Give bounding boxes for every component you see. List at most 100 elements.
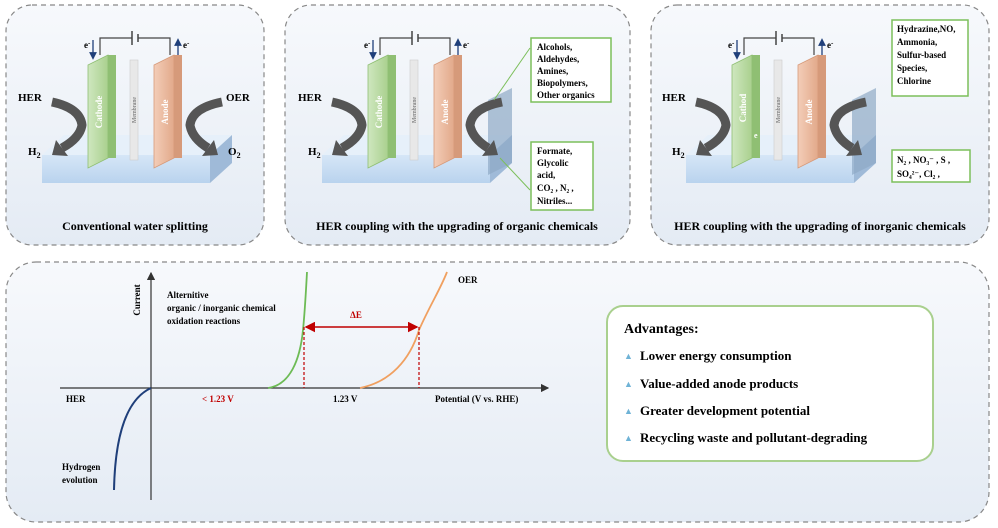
oer-curve <box>359 271 448 389</box>
y-axis-label: Current <box>132 284 142 315</box>
her-label: HER <box>18 92 43 104</box>
product-item: CO₂ , N₂ , <box>537 183 574 193</box>
cathode-label: Cathode <box>374 96 384 129</box>
flask-icon: ▲ <box>624 433 633 443</box>
h2-label: H2 <box>308 146 321 160</box>
wire <box>379 37 451 55</box>
advantages-frame <box>606 305 934 462</box>
membrane <box>129 59 139 161</box>
panel-conventional: e- e- Cathode Membrane Anode HER H2 OER … <box>5 4 265 246</box>
anode-label: Anode <box>440 99 450 124</box>
electron-label-right: e- <box>183 39 190 50</box>
alt-oxidation-curve <box>267 271 308 389</box>
reactant-item: Alcohols, <box>537 42 572 52</box>
reactants-box <box>530 37 612 103</box>
product-item: Glycolic <box>537 158 569 168</box>
advantage-text: Greater development potential <box>640 403 810 418</box>
flask-icon: ▲ <box>624 351 633 361</box>
anode-edge <box>454 55 462 158</box>
cathode-label-tail: e <box>754 131 758 140</box>
her-curve <box>113 387 152 491</box>
oer-curve-label: OER <box>458 275 478 285</box>
electrolyte <box>322 155 490 183</box>
electron-label-left: e- <box>84 39 91 50</box>
panel-caption: Conventional water splitting <box>62 219 208 233</box>
her-curved-arrow <box>330 97 367 152</box>
her-label: HER <box>662 92 687 104</box>
anode-label: Anode <box>804 99 814 124</box>
h2-label: H2 <box>672 146 685 160</box>
advantages-title: Advantages: <box>624 322 699 337</box>
anode-label: Anode <box>160 99 170 124</box>
product-item: Formate, <box>537 146 572 156</box>
membrane-label: Membrane <box>412 97 418 123</box>
reactant-item: Amines, <box>537 66 568 76</box>
h2-label: H2 <box>28 146 41 160</box>
her-arrowhead <box>332 140 348 156</box>
electrolyte <box>686 155 854 183</box>
oer-arrowhead <box>202 140 218 156</box>
cathode-edge <box>752 55 760 158</box>
reactant-item: Sulfur-based <box>897 50 946 60</box>
oxidation-arrowhead <box>846 140 862 156</box>
reactant-item: Chlorine <box>897 76 931 86</box>
her-axis-label: HER <box>66 394 86 404</box>
products-box <box>891 149 971 183</box>
panel-inorganic: e- e- Cathod e Membrane Anode HER H2 Hyd… <box>650 4 990 246</box>
cathode-edge <box>108 55 116 158</box>
hydrogen-evolution-label: Hydrogen evolution <box>62 462 103 485</box>
oxidation-curved-arrow <box>829 97 867 152</box>
lt-123-label: < 1.23 V <box>202 394 234 404</box>
oxidation-curved-arrow <box>465 97 503 152</box>
cathode-label: Cathode <box>94 96 104 129</box>
advantage-item: ▲ Lower energy consumption <box>624 348 792 363</box>
anode-edge <box>174 55 182 158</box>
v123-label: 1.23 V <box>333 394 358 404</box>
cell-side <box>210 135 232 183</box>
wire <box>743 37 815 55</box>
advantage-item: ▲ Greater development potential <box>624 403 810 418</box>
membrane <box>773 59 783 161</box>
panel-caption: HER coupling with the upgrading of organ… <box>316 219 598 233</box>
reactant-item: Hydrazine,NO, <box>897 24 956 34</box>
membrane <box>409 59 419 161</box>
her-curved-arrow <box>50 97 87 152</box>
membrane-label: Membrane <box>776 97 782 123</box>
product-item: N₂ , NO₃⁻ , S , <box>897 155 950 165</box>
x-axis-label: Potential (V vs. RHE) <box>435 394 518 404</box>
electron-label-right: e- <box>463 39 470 50</box>
cathode-label: Cathod <box>738 94 748 123</box>
products-list: Formate, Glycolic acid, CO₂ , N₂ , Nitri… <box>537 146 576 206</box>
electron-label-right: e- <box>827 39 834 50</box>
flask-icon: ▲ <box>624 406 633 416</box>
reactants-list: Hydrazine,NO, Ammonia, Sulfur-based Spec… <box>897 24 958 86</box>
advantage-item: ▲ Value-added anode products <box>624 376 798 391</box>
panel-organic: e- e- Cathode Membrane Anode HER H2 Alco… <box>284 4 631 246</box>
anode-edge <box>818 55 826 158</box>
reactant-item: Biopolymers, <box>537 78 588 88</box>
membrane-label: Membrane <box>132 97 138 123</box>
product-item: Nitriles... <box>537 196 572 206</box>
oer-label: OER <box>226 92 251 104</box>
advantage-text: Recycling waste and pollutant-degrading <box>640 430 868 445</box>
electron-label-left: e- <box>364 39 371 50</box>
reactants-box <box>891 19 969 97</box>
o2-label: O2 <box>228 146 241 160</box>
her-arrowhead <box>52 140 68 156</box>
reactant-item: Aldehydes, <box>537 54 579 64</box>
reactant-item: Species, <box>897 63 927 73</box>
panel-polarization: Current Potential (V vs. RHE) ΔE HER < 1… <box>5 261 990 523</box>
product-item: SO₄²⁻, Cl₂ , <box>897 169 940 179</box>
product-item: acid, <box>537 170 555 180</box>
wire <box>99 37 171 55</box>
electrolyte <box>42 155 210 183</box>
reactant-item: Ammonia, <box>897 37 937 47</box>
panel-caption: HER coupling with the upgrading of inorg… <box>674 219 966 233</box>
delta-e-label: ΔE <box>350 310 362 320</box>
her-curved-arrow <box>694 97 731 152</box>
her-arrowhead <box>696 140 712 156</box>
reactant-item: Other organics <box>537 90 595 100</box>
products-box <box>530 141 594 211</box>
products-list: N₂ , NO₃⁻ , S , SO₄²⁻, Cl₂ , <box>897 155 952 179</box>
reactants-list: Alcohols, Aldehydes, Amines, Biopolymers… <box>537 42 595 100</box>
